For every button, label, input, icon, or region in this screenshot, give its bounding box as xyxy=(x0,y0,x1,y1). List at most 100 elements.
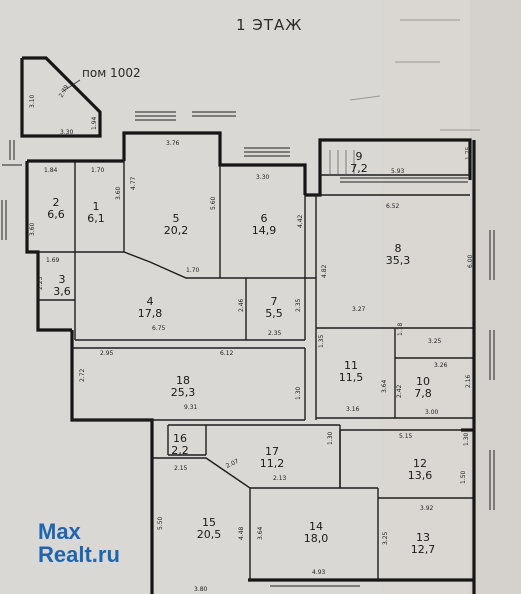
dimension-label: 4.93 xyxy=(312,569,326,576)
dimension-label: 6.00 xyxy=(467,254,474,268)
watermark-line-1: Max xyxy=(38,519,81,544)
dimension-label: 2.46 xyxy=(238,298,245,312)
dimension-label: 1.50 xyxy=(460,470,467,484)
dimension-label: 4.42 xyxy=(297,214,304,228)
room-number-8: 8 xyxy=(395,242,402,255)
room-area-5: 20,2 xyxy=(164,224,189,237)
windows xyxy=(1,111,495,587)
room-number-2: 2 xyxy=(53,196,60,209)
dimension-label: 5.93 xyxy=(391,168,405,175)
room-number-4: 4 xyxy=(147,295,154,308)
room-number-13: 13 xyxy=(416,531,430,544)
room-number-15: 15 xyxy=(202,516,216,529)
dimension-label: 3.16 xyxy=(346,406,360,413)
dimension-label: 2.23 xyxy=(37,276,44,290)
dimension-label: 5.60 xyxy=(210,196,217,210)
room-number-17: 17 xyxy=(265,445,279,458)
room-area-11: 11,5 xyxy=(339,371,364,384)
dimension-label: 4.48 xyxy=(238,526,245,540)
dimension-label: 3.00 xyxy=(425,409,439,416)
dimension-label: 1.18 xyxy=(397,322,404,336)
dimension-label: 1.35 xyxy=(318,334,325,348)
watermark-logo: Max Realt.ru xyxy=(38,520,120,566)
room-number-14: 14 xyxy=(309,520,323,533)
faint-annotations xyxy=(349,19,480,131)
room-number-11: 11 xyxy=(344,359,358,372)
dimension-label: 3.25 xyxy=(428,338,442,345)
dimension-label: 3.60 xyxy=(29,222,36,236)
dimension-label: 4.77 xyxy=(130,176,137,190)
room-area-12: 13,6 xyxy=(408,469,433,482)
room-number-6: 6 xyxy=(261,212,268,225)
room-number-3: 3 xyxy=(59,273,66,286)
room-number-9: 9 xyxy=(356,150,363,163)
room-number-10: 10 xyxy=(416,375,430,388)
room-area-17: 11,2 xyxy=(260,457,285,470)
dimension-label: 3.26 xyxy=(434,362,448,369)
stair xyxy=(329,150,355,175)
dimension-label: 3.60 xyxy=(115,186,122,200)
dimension-label: 3.64 xyxy=(381,379,388,393)
watermark-line-2: Realt.ru xyxy=(38,542,120,567)
dimension-label: 2.35 xyxy=(295,298,302,312)
dimension-label: 1.84 xyxy=(44,167,58,174)
dimension-label: 5.15 xyxy=(399,433,413,440)
dimension-label: 6.12 xyxy=(220,350,234,357)
dimension-label: 1.69 xyxy=(46,257,60,264)
room-area-10: 7,8 xyxy=(414,387,432,400)
room-number-1: 1 xyxy=(93,200,100,213)
pom-leader-line xyxy=(61,79,81,93)
dimension-label: 1.30 xyxy=(463,432,470,446)
dimension-label: 3.76 xyxy=(166,140,180,147)
room-area-15: 20,5 xyxy=(197,528,222,541)
dimension-label: 3.80 xyxy=(194,586,208,593)
room-area-8: 35,3 xyxy=(386,254,411,267)
room-area-1: 6,1 xyxy=(87,212,105,225)
dimension-label: 1.94 xyxy=(91,116,98,130)
room-number-5: 5 xyxy=(173,212,180,225)
interior-walls xyxy=(38,161,474,580)
dimension-label: 9.31 xyxy=(184,404,198,411)
room-area-2: 6,6 xyxy=(47,208,65,221)
dimension-label: 3.64 xyxy=(257,526,264,540)
dimension-label: 1.70 xyxy=(186,267,200,274)
dimension-label: 3.25 xyxy=(382,531,389,545)
dimension-label: 3.27 xyxy=(352,306,366,313)
dimension-label: 3.92 xyxy=(420,505,434,512)
room-number-16: 16 xyxy=(173,432,187,445)
dimension-label: 1.70 xyxy=(91,167,105,174)
room-labels: 16,1 26,6 33,6 417,8 520,2 614,9 75,5 835,3 97,2… xyxy=(47,150,435,556)
room-area-7: 5,5 xyxy=(265,307,283,320)
dimension-label: 2.42 xyxy=(396,384,403,398)
room-area-14: 18,0 xyxy=(304,532,329,545)
dimension-label: 5.50 xyxy=(157,516,164,530)
dimension-label: 2.95 xyxy=(100,350,114,357)
room-area-4: 17,8 xyxy=(138,307,163,320)
dimension-label: 1.75 xyxy=(465,146,472,160)
dimension-label: 3.30 xyxy=(256,174,270,181)
room-area-6: 14,9 xyxy=(252,224,277,237)
dimension-label: 6.52 xyxy=(386,203,400,210)
dimension-label: 4.82 xyxy=(321,264,328,278)
dimension-label: 3.10 xyxy=(29,94,36,108)
room-area-13: 12,7 xyxy=(411,543,436,556)
dimension-label: 2.72 xyxy=(79,368,86,382)
dimension-label: 2.35 xyxy=(268,330,282,337)
room-area-9: 7,2 xyxy=(350,162,368,175)
dimension-label: 1.30 xyxy=(327,431,334,445)
room-number-7: 7 xyxy=(271,295,278,308)
room-number-12: 12 xyxy=(413,457,427,470)
floor-title: 1 ЭТАЖ xyxy=(236,16,302,34)
dimension-label: 1.30 xyxy=(295,386,302,400)
room-area-18: 25,3 xyxy=(171,386,196,399)
pom-label: пом 1002 xyxy=(82,66,141,80)
dimension-label: 2.13 xyxy=(273,475,287,482)
dimension-label: 6.75 xyxy=(152,325,166,332)
room-area-16: 2,2 xyxy=(171,444,189,457)
room-number-18: 18 xyxy=(176,374,190,387)
dimension-label: 2.15 xyxy=(174,465,188,472)
dimension-label: 3.30 xyxy=(60,129,74,136)
room-area-3: 3,6 xyxy=(53,285,71,298)
